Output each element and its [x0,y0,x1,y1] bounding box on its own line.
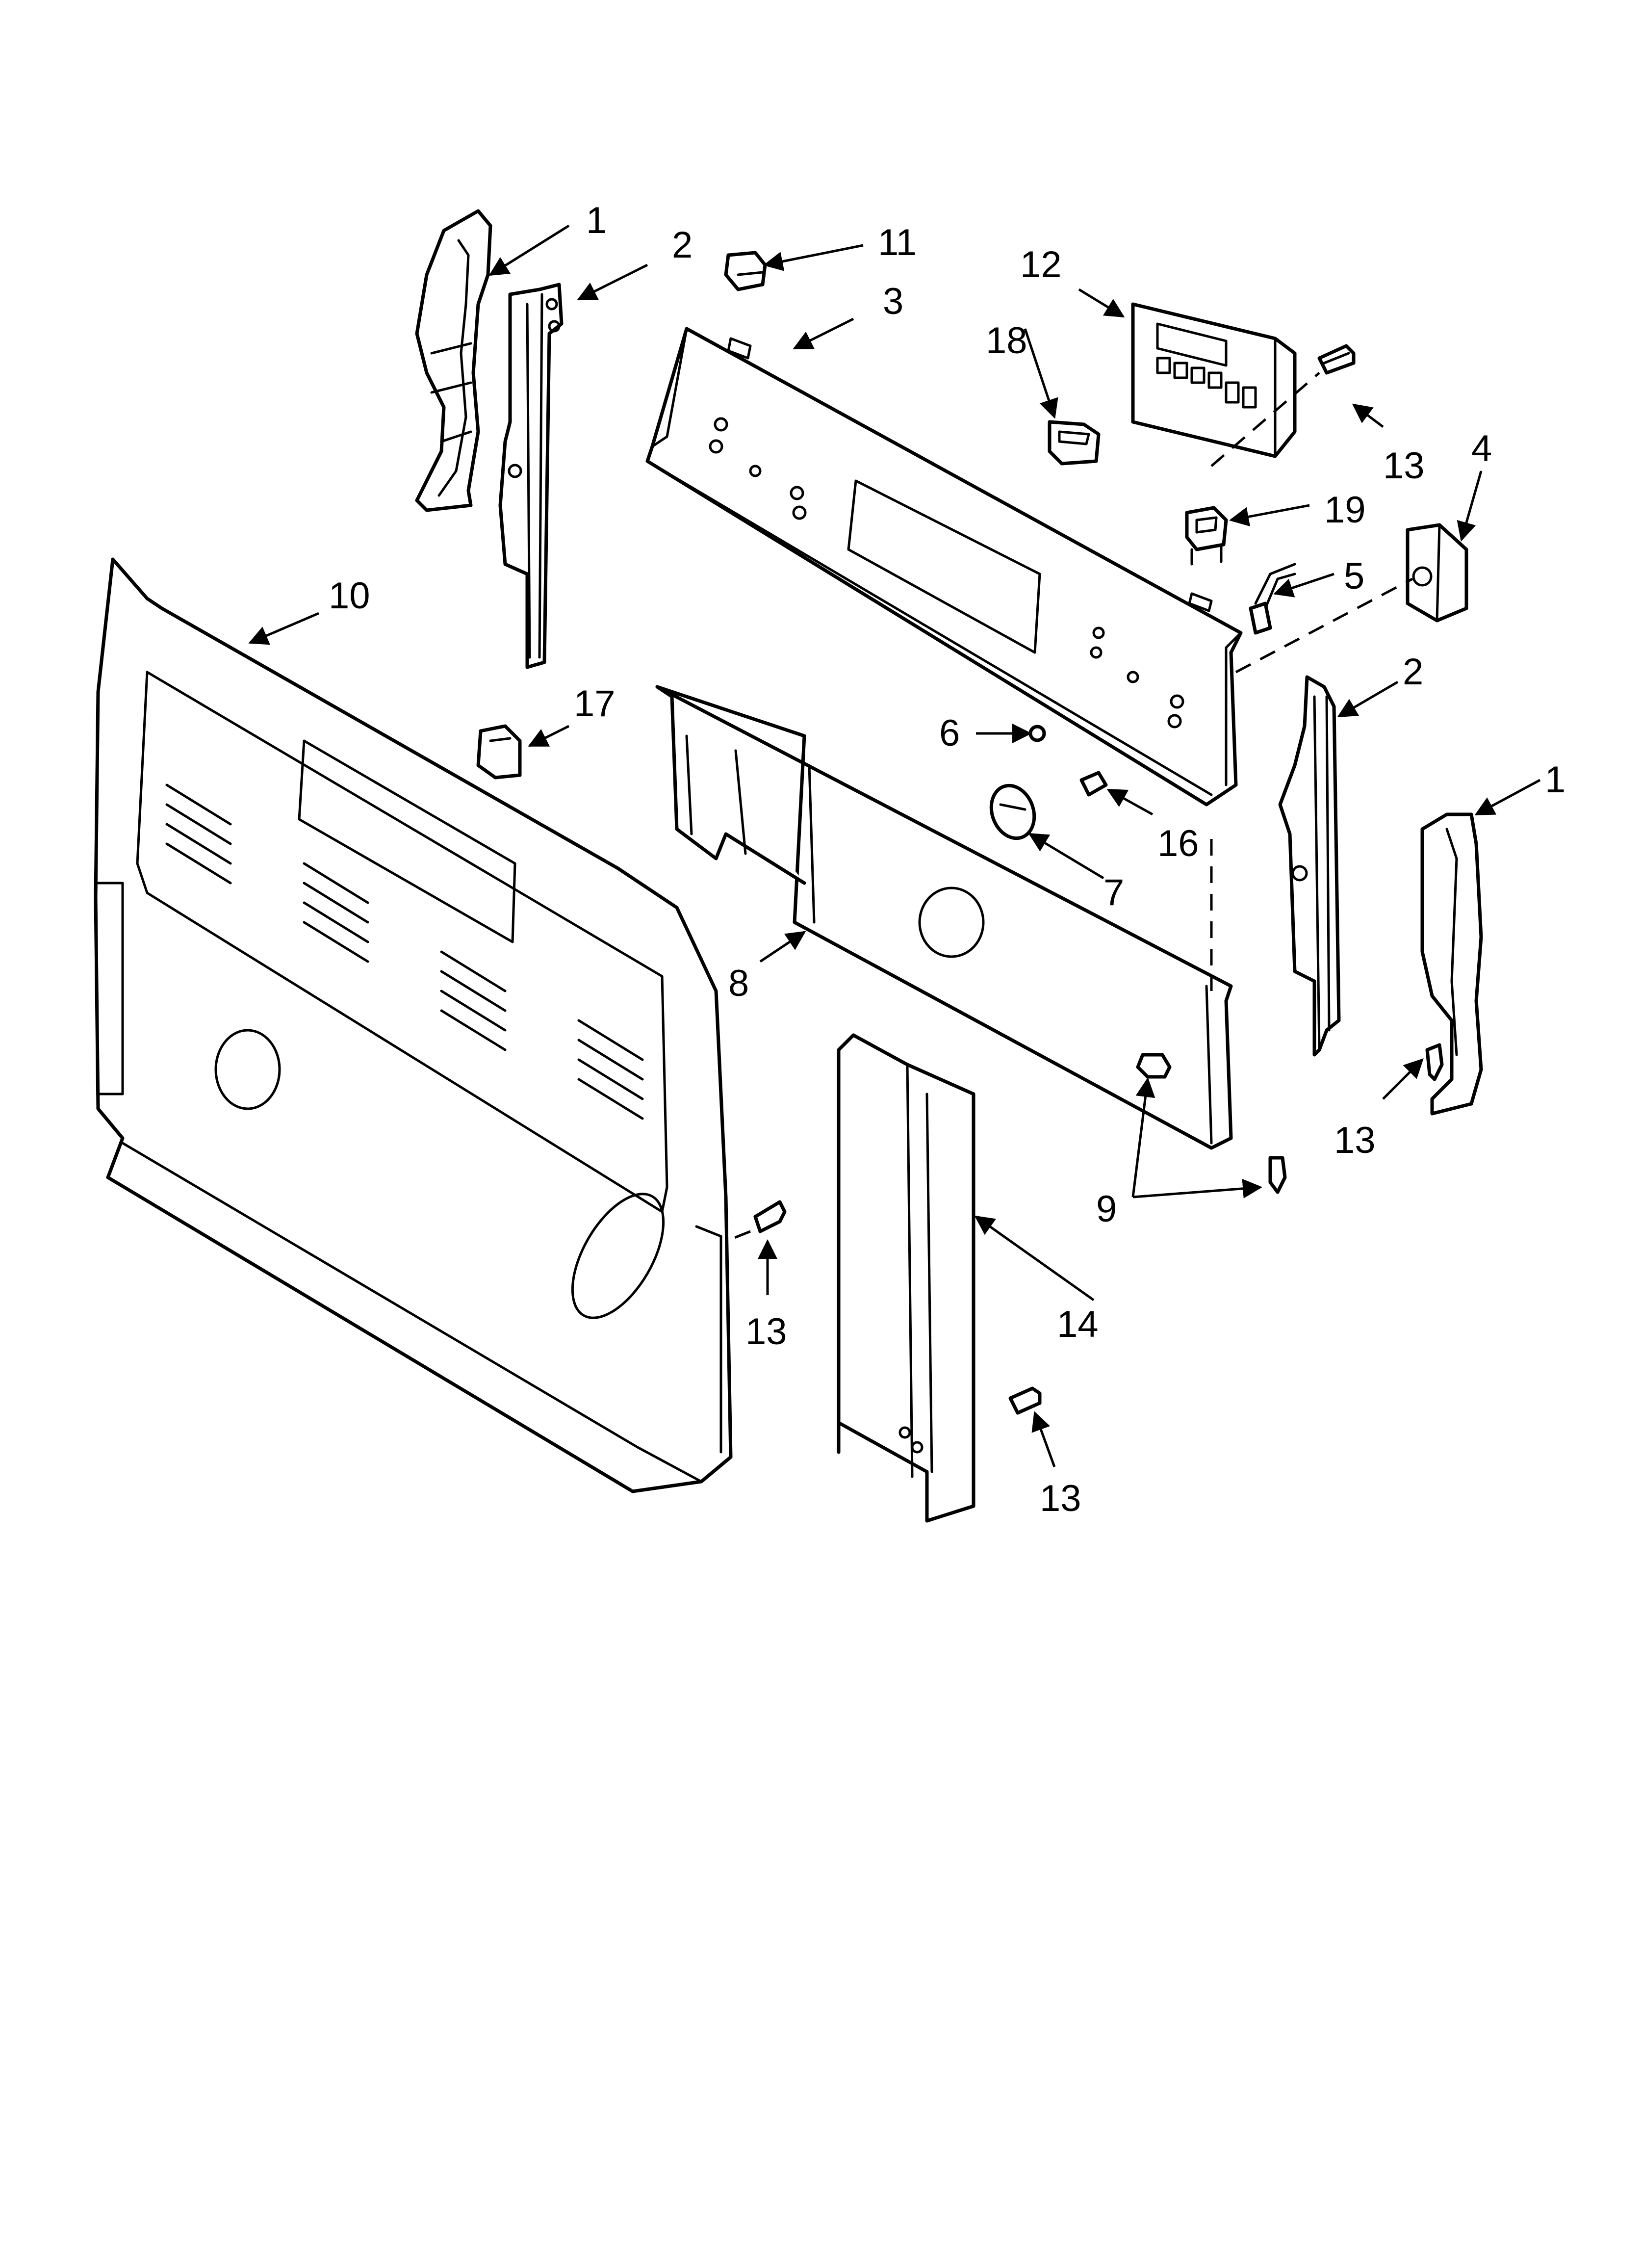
callout-19: 19 [1324,489,1366,531]
callout-3: 3 [883,281,903,322]
callout-12: 12 [1020,244,1062,286]
side-bracket-right [1278,675,1341,1057]
clip-17 [476,724,522,780]
callout-13-back: 13 [745,1311,787,1353]
screw-clock [1317,344,1356,375]
screw-shield [1008,1386,1042,1415]
electronic-clock [1131,302,1297,458]
end-cap-left [415,209,492,512]
callout-4: 4 [1471,428,1492,469]
infinite-switch [1406,523,1468,623]
callout-16: 16 [1157,823,1199,864]
rear-panel [94,557,733,1493]
knob-7 [989,783,1036,840]
screw-16 [1079,771,1108,797]
alignment-line-rear [725,1230,751,1243]
callout-14: 14 [1057,1303,1099,1345]
control-panel [645,327,1243,807]
callout-5: 5 [1344,555,1364,597]
screw-9a [1136,1053,1172,1079]
callout-13-shield: 13 [1040,1478,1081,1519]
end-cap-right [1420,812,1483,1116]
callout-9: 9 [1096,1188,1117,1230]
callout-labels: 1 2 11 3 12 18 13 4 19 5 10 17 6 16 7 2 … [329,200,1565,1519]
side-bracket-left [498,283,564,669]
screw-6 [1028,725,1046,742]
callout-1-top: 1 [586,200,607,241]
callout-13-ctrl: 13 [1383,445,1425,487]
callout-13-endcap: 13 [1334,1120,1376,1161]
screw-9b [1268,1156,1287,1194]
callout-2-right: 2 [1403,651,1423,693]
alignment-line-switch [1235,577,1413,674]
harness-5 [1249,563,1296,635]
callout-10: 10 [329,575,370,617]
callout-18: 18 [986,320,1027,362]
callout-11: 11 [878,222,917,263]
lamp-switch [1185,506,1228,566]
callout-6: 6 [939,712,960,754]
alignment-line-clock [1210,372,1320,467]
callout-7: 7 [1103,872,1124,913]
screw-rear [753,1200,787,1233]
rocker-switch [1048,420,1101,466]
callout-8: 8 [728,963,749,1004]
heat-shield [837,1033,975,1523]
clip-11 [724,251,767,291]
callout-2-top: 2 [672,224,693,266]
callout-17: 17 [574,683,616,725]
manifold-panel [655,685,1233,1150]
callout-1-right: 1 [1545,759,1565,801]
screw-endcap [1425,1043,1444,1081]
leaders [248,224,1541,1467]
